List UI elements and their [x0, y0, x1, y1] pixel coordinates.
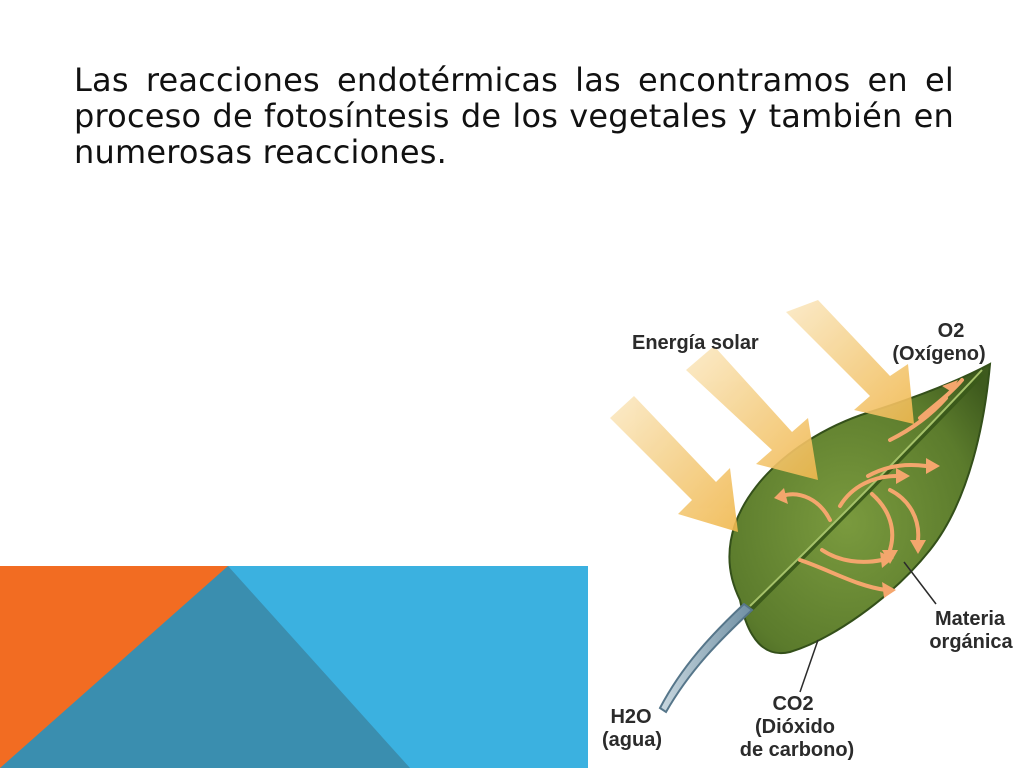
leaf-stem: [658, 602, 754, 714]
label-co2-name-line2: de carbono): [739, 739, 855, 761]
co2-pointer: [799, 639, 819, 693]
leaf-midrib: [746, 372, 984, 614]
leaf-illustration: [610, 300, 992, 714]
sun-arrow-1: [610, 396, 738, 532]
orange-triangle: [0, 566, 228, 768]
label-h2o-symbol: H2O: [610, 706, 652, 728]
sun-arrow-2: [686, 346, 818, 480]
label-o2-name: (Oxígeno): [892, 343, 986, 365]
sun-arrow-3: [786, 300, 914, 424]
label-co2-symbol: CO2: [772, 693, 814, 715]
label-co2-name-line1: (Dióxido: [755, 716, 835, 738]
label-materia-line2: orgánica: [929, 631, 1013, 653]
photosynthesis-diagram: Energía solar O2 (Oxígeno) Materia orgán…: [590, 300, 1024, 768]
label-energia-solar: Energía solar: [632, 332, 759, 354]
vein-arrowheads: [774, 380, 958, 598]
slide-paragraph: Las reacciones endotérmicas las encontra…: [74, 61, 954, 171]
label-h2o-name: (agua): [602, 729, 662, 751]
vein-arrows: [780, 378, 964, 592]
dark-teal-triangle: [0, 566, 410, 768]
materia-pointer: [903, 561, 937, 605]
sunlight-arrows: [610, 300, 914, 532]
label-o2-symbol: O2: [937, 320, 965, 342]
label-materia-line1: Materia: [934, 608, 1006, 630]
